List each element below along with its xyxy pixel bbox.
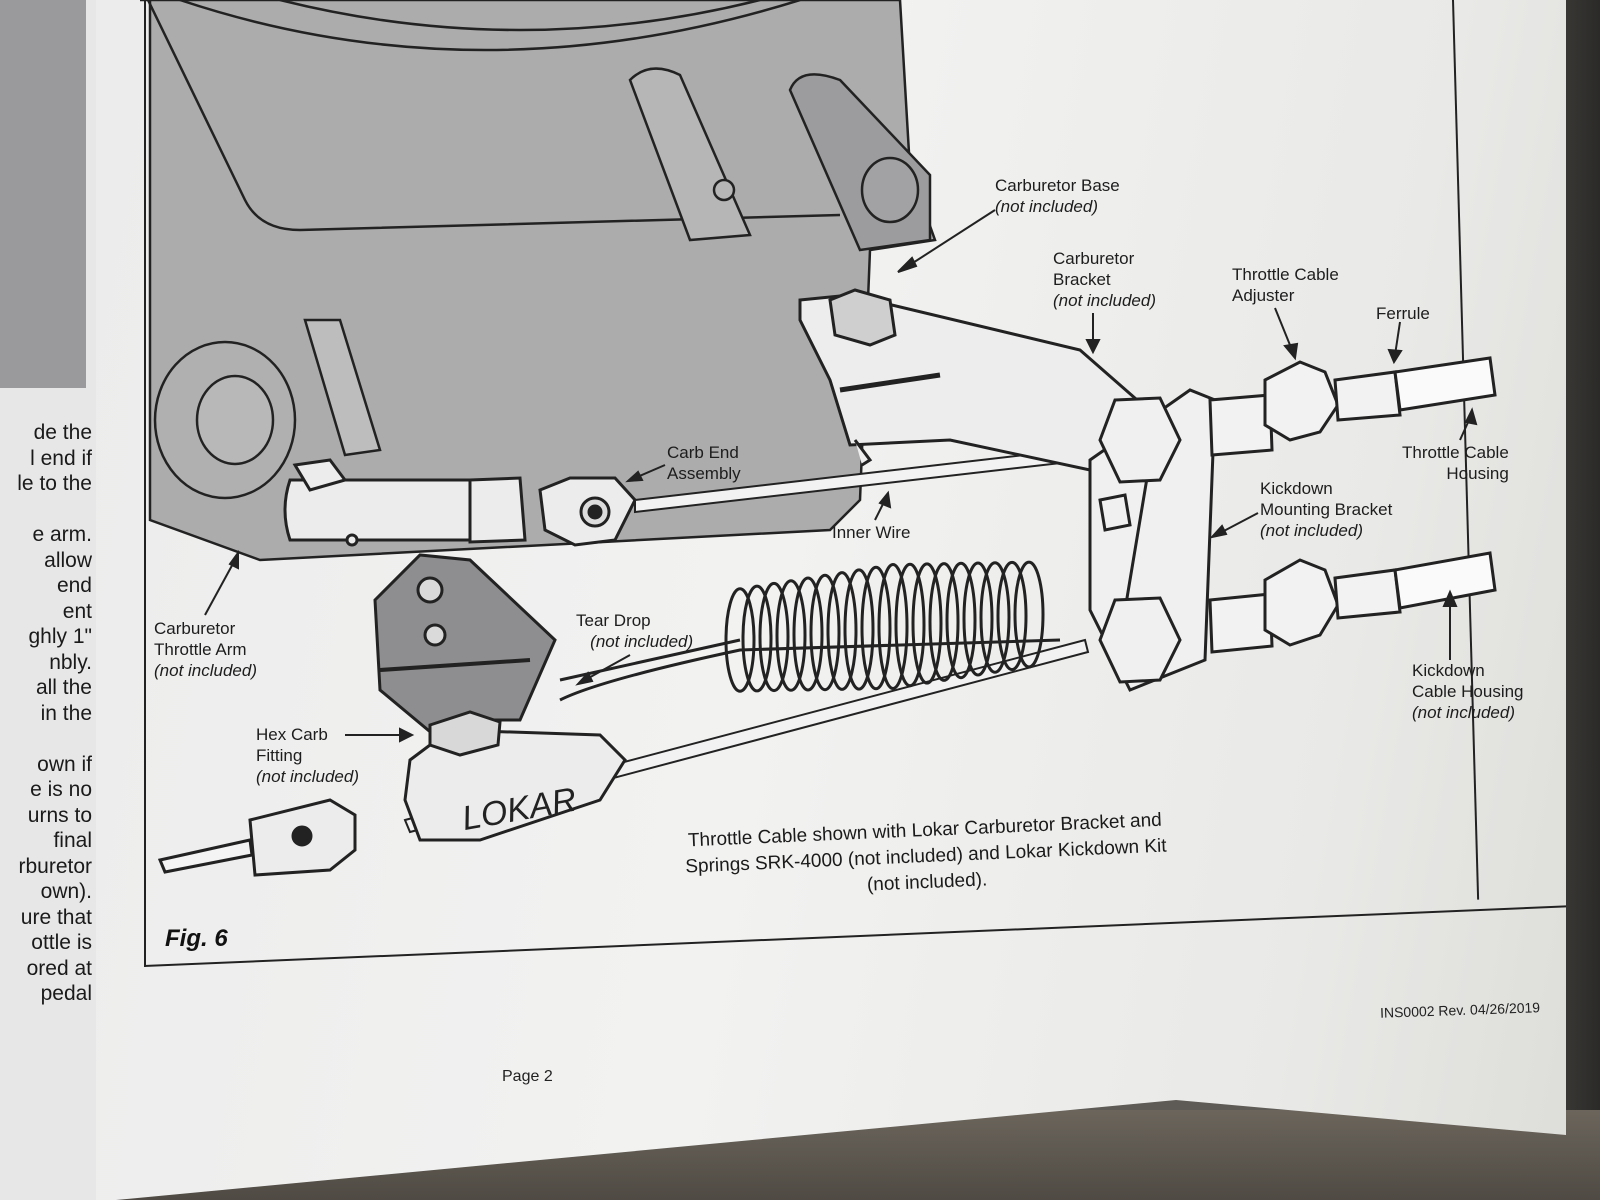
adjacent-page: de the l end if le to the e arm. allow e… (0, 0, 98, 1200)
spring-coil (979, 561, 1011, 674)
carb-end-assembly (283, 458, 637, 547)
callout-kickdown-mounting-bracket: Kickdown Mounting Bracket(not included) (1260, 479, 1393, 540)
spring-coil (860, 565, 892, 691)
throttle-arm (153, 318, 382, 500)
adjacent-page-text: de the l end if le to the e arm. allow e… (17, 421, 92, 1005)
spring-coil (758, 581, 790, 693)
spring-coil (894, 562, 926, 688)
callout-hex-carb-fitting: Hex Carb Fitting(not included) (256, 725, 360, 786)
return-spring (559, 560, 1061, 702)
spring-coil (911, 562, 943, 685)
spring-coil (962, 561, 994, 677)
spring-coil (826, 571, 858, 691)
spring-coil (1013, 560, 1045, 669)
callout-carburetor-base: Carburetor Base(not included) (995, 176, 1120, 216)
kickdown-lever (373, 553, 557, 742)
spring-coil (996, 560, 1028, 672)
adjacent-page-image (0, 0, 86, 388)
callout-tear-drop: Tear Drop (not included) (576, 611, 694, 651)
spring-coil (792, 576, 824, 692)
spring-coil (775, 579, 807, 692)
spring-coil (843, 568, 875, 691)
figure-label: Fig. 6 (165, 925, 228, 952)
spring-coil (741, 584, 773, 693)
spring-coil (724, 587, 756, 693)
spring-coils (724, 560, 1045, 693)
callout-throttle-cable-housing: Throttle Cable Housing (1402, 443, 1509, 483)
kickdown-mounting-bracket (1088, 388, 1217, 692)
throttle-cable-adjuster (1208, 356, 1497, 457)
spring-coil (928, 562, 960, 682)
spring-coil (945, 561, 977, 680)
callout-carb-end-assembly: Carb End Assembly (667, 443, 741, 483)
callout-throttle-cable-adjuster: Throttle Cable Adjuster (1232, 265, 1339, 305)
lokar-fitting (157, 710, 627, 877)
spring-coil (809, 573, 841, 692)
callout-arrows (204, 209, 1478, 743)
spring-coil (877, 563, 909, 690)
callout-carburetor-bracket: Carburetor Bracket(not included) (1053, 249, 1157, 310)
callout-inner-wire: Inner Wire (832, 523, 911, 542)
callout-ferrule: Ferrule (1376, 304, 1430, 323)
callout-kickdown-cable-housing: Kickdown Cable Housing(not included) (1412, 661, 1524, 722)
callout-carburetor-throttle-arm: Carburetor Throttle Arm(not included) (154, 619, 258, 680)
page-number: Page 2 (502, 1068, 553, 1085)
kickdown-cable-adjuster (1208, 551, 1497, 654)
